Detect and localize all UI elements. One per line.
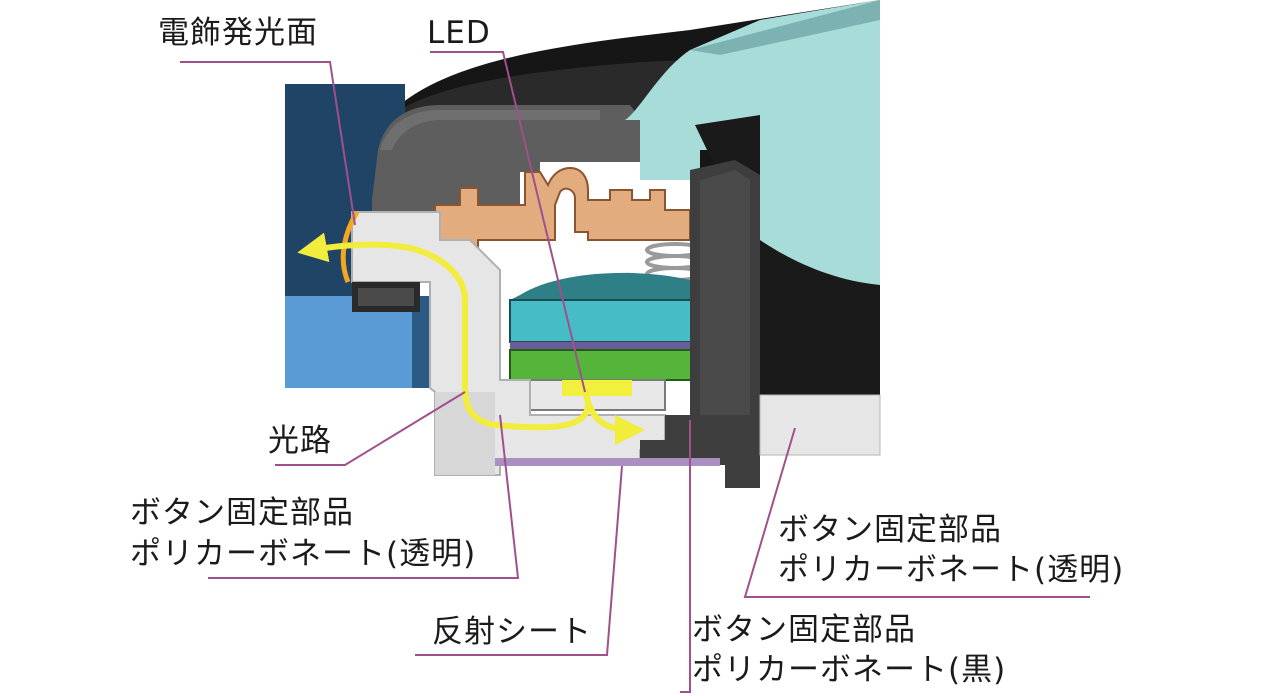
copper-contact bbox=[434, 166, 691, 251]
panel-dark-edge bbox=[412, 296, 434, 388]
leader-clear-left bbox=[208, 414, 520, 579]
pcb-board bbox=[509, 349, 696, 381]
button-cap-shade bbox=[690, 0, 880, 55]
led-body bbox=[509, 299, 696, 343]
label-reflective-sheet: 反射シート bbox=[432, 614, 592, 650]
black-part-shade bbox=[700, 170, 750, 415]
label-black-part-line2: ポリカーボネート(黒) bbox=[692, 652, 1007, 688]
label-clear-part-right-line2: ポリカーボネート(透明) bbox=[778, 552, 1125, 588]
label-clear-part-left-line1: ボタン固定部品 bbox=[130, 495, 354, 531]
label-black-part-line1: ボタン固定部品 bbox=[692, 612, 916, 648]
clear-part-right bbox=[759, 394, 881, 456]
label-bezel: 電飾発光面 bbox=[158, 15, 318, 51]
label-led: LED bbox=[427, 15, 491, 51]
label-clear-part-left-line2: ポリカーボネート(透明) bbox=[130, 536, 477, 572]
label-light-path: 光路 bbox=[268, 423, 332, 459]
leader-led bbox=[430, 51, 586, 393]
led-divider bbox=[510, 342, 695, 350]
label-clear-part-right-line1: ボタン固定部品 bbox=[778, 512, 1002, 548]
leader-reflective-sheet bbox=[415, 465, 623, 656]
reflective-sheet bbox=[495, 458, 720, 466]
led-chip bbox=[562, 380, 632, 396]
leader-bezel bbox=[180, 61, 356, 226]
leader-black-part bbox=[680, 420, 691, 693]
leader-light-path bbox=[275, 391, 466, 466]
bezel-housing-highlight bbox=[380, 110, 600, 150]
light-path-upper bbox=[297, 232, 591, 431]
gasket-texture bbox=[358, 288, 414, 306]
led-top-cover bbox=[510, 272, 700, 300]
leader-lines bbox=[180, 51, 1090, 693]
bezel-housing bbox=[372, 105, 640, 212]
leader-clear-right bbox=[743, 427, 1090, 598]
light-path-lower bbox=[582, 389, 645, 445]
